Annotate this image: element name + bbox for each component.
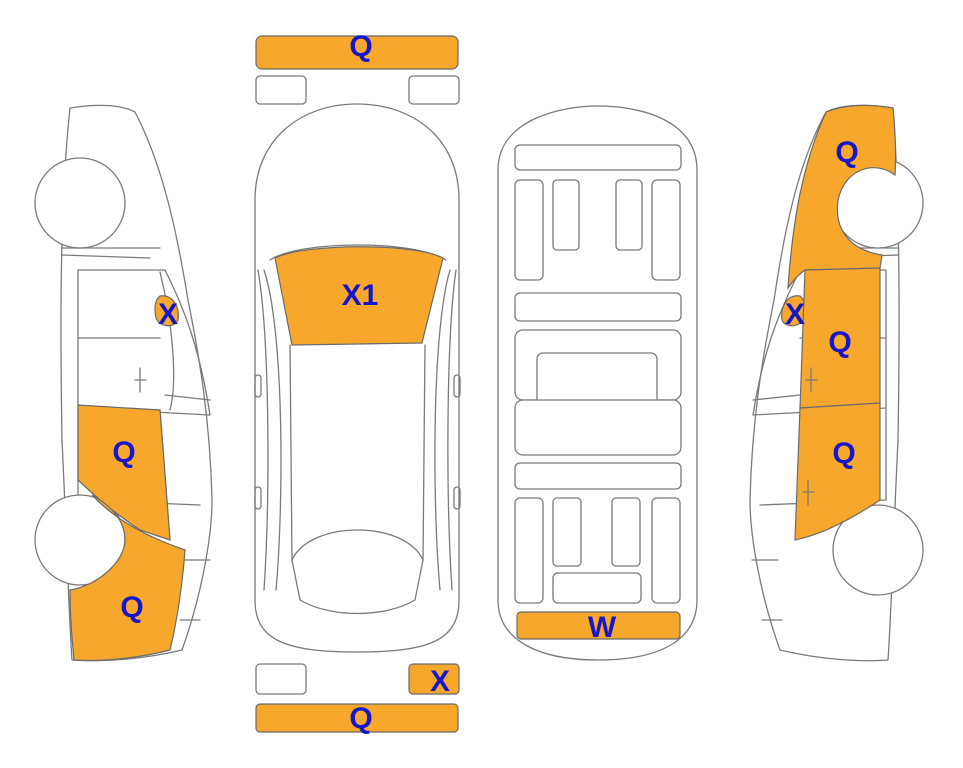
top-view: Q X1 X Q (254, 30, 461, 735)
headlight-right (408, 75, 460, 105)
top-body (254, 103, 460, 653)
left-front-wheel (34, 157, 126, 249)
right-front-door-label: Q (828, 326, 851, 359)
left-side-view: X Q Q (34, 104, 213, 662)
front-bumper-label: Q (349, 30, 372, 63)
right-front-fender-label: Q (835, 136, 858, 169)
right-rear-door-label: Q (832, 437, 855, 470)
right-rear-wheel (832, 504, 924, 596)
right-rear-door-damage (794, 402, 881, 541)
windshield-roof-label: X1 (342, 279, 379, 312)
right-mirror-label: X (785, 298, 805, 331)
windshield-roof-damage (274, 246, 444, 346)
taillight-right-label: X (430, 665, 450, 698)
right-front-fender-damage (787, 104, 897, 291)
left-rear-quarter-damage (69, 494, 186, 662)
under-rear-label: W (588, 611, 617, 644)
under-rear-damage (516, 611, 681, 640)
underbody-view: W (497, 105, 698, 661)
left-rear-door-label: Q (112, 436, 135, 469)
left-rear-quarter-label: Q (120, 591, 143, 624)
front-bumper-damage (255, 35, 459, 70)
left-mirror-label: X (158, 298, 178, 331)
left-mirror-damage (154, 295, 179, 327)
right-side-view: Q X Q Q (749, 104, 924, 662)
taillight-right-damage (408, 663, 460, 695)
rear-bumper-damage (255, 703, 459, 733)
taillight-left (255, 663, 307, 695)
headlight-left (255, 75, 307, 105)
rear-bumper-label: Q (349, 702, 372, 735)
